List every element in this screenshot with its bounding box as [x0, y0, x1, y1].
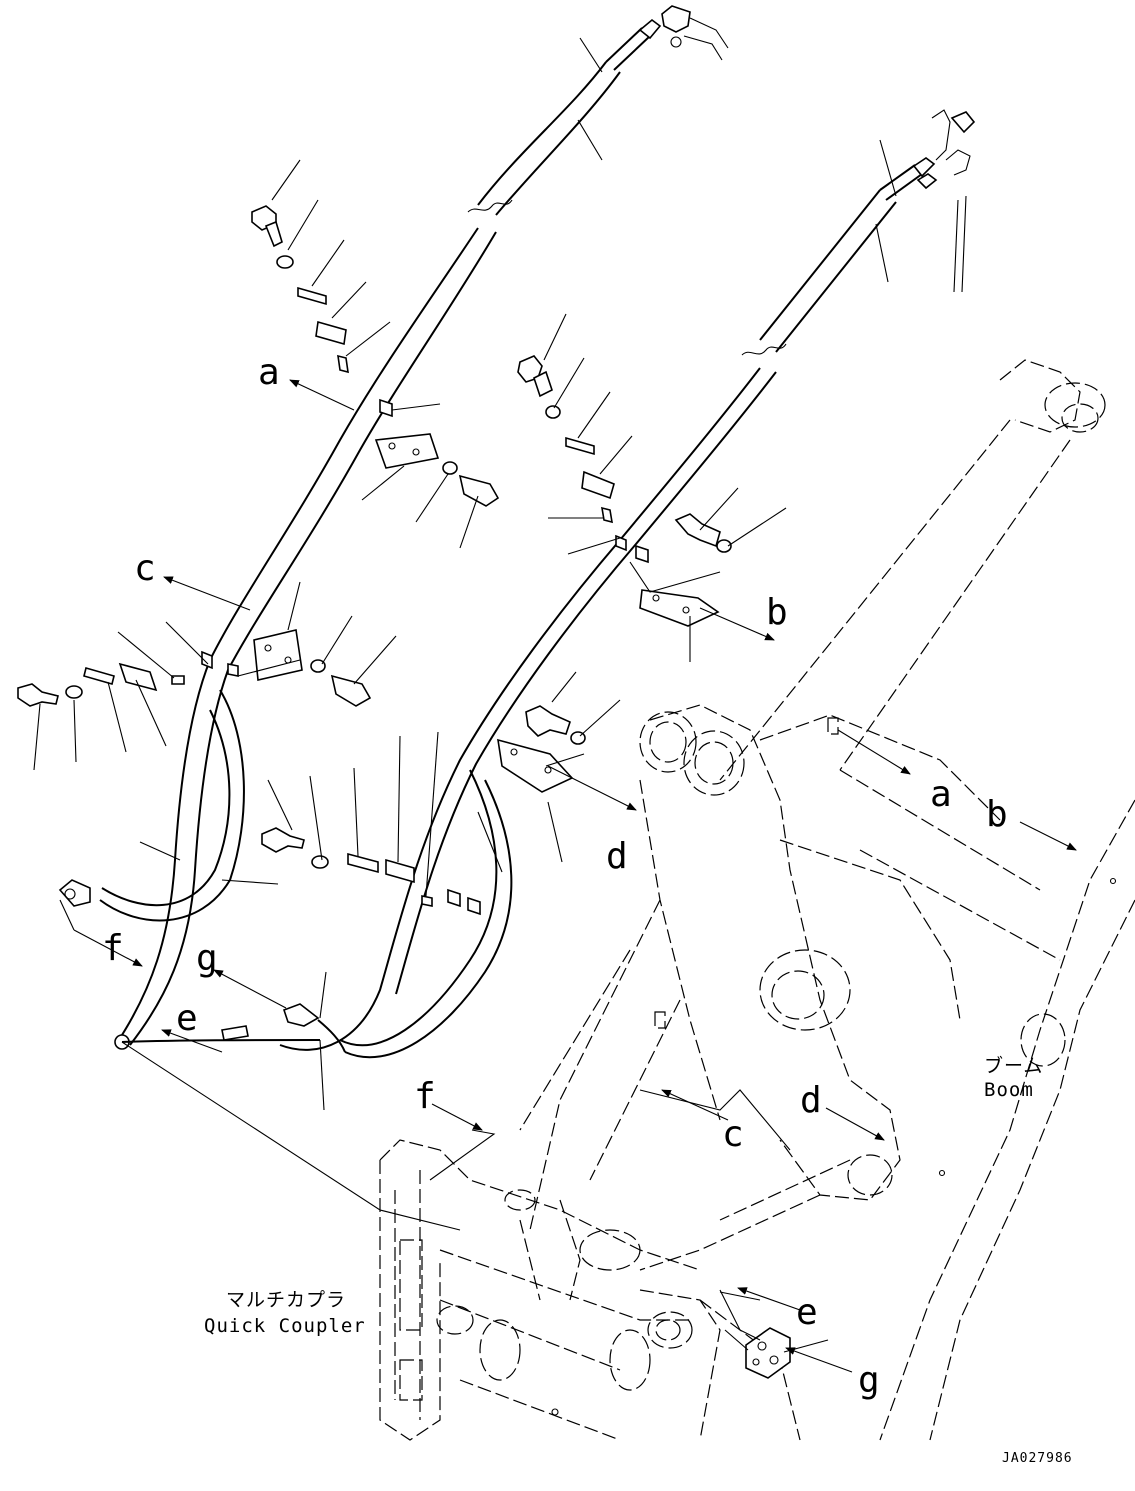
label-f-hose: f: [102, 928, 124, 969]
leader-lines: [33, 37, 897, 1353]
label-g-hose: g: [196, 938, 218, 979]
label-f-coupler: f: [414, 1076, 436, 1117]
label-d-boom: d: [800, 1080, 822, 1121]
captions: ブーム Boom マルチカプラ Quick Coupler JA027986: [204, 1054, 1073, 1466]
label-c-hose: c: [134, 548, 156, 589]
clamp-parts-set-c: [17, 629, 372, 707]
reference-labels: a c b d f g e a b c d f e g: [102, 352, 1008, 1401]
label-a-boom: a: [930, 774, 952, 815]
boom-caption-jp: ブーム: [984, 1054, 1043, 1077]
coupler-caption-jp: マルチカプラ: [226, 1289, 346, 1311]
arrow-b-boom: [1019, 821, 1077, 851]
arrow-b-right: [699, 607, 775, 641]
label-g-coupler: g: [858, 1360, 880, 1401]
coupler-port-block: [724, 1327, 791, 1379]
arrow-f-left: [73, 929, 143, 967]
reference-arrows: [73, 379, 1077, 1373]
quick-coupler-structure: [379, 1139, 801, 1441]
clamp-parts-set-a: [251, 205, 500, 507]
arrow-a-left: [289, 379, 355, 411]
boom-caption-en: Boom: [984, 1079, 1034, 1101]
clamp-parts-set-b: [517, 355, 732, 627]
arrow-e-coupler: [737, 1287, 801, 1311]
clamp-parts-set-d: [261, 705, 586, 916]
arrow-d-right: [547, 765, 637, 811]
label-a-hose: a: [258, 352, 280, 393]
label-c-boom: c: [722, 1114, 744, 1155]
boom-structure: [519, 359, 1135, 1441]
arrow-g-left: [213, 969, 287, 1009]
hose-assembly-right: [279, 109, 976, 1059]
arrow-g-coupler: [785, 1347, 853, 1373]
arrow-f-coupler: [431, 1103, 483, 1131]
label-b-boom: b: [986, 794, 1008, 835]
hose-assembly-left: [58, 5, 729, 1050]
arrow-a-boom: [837, 729, 911, 775]
arrow-e-left: [161, 1029, 223, 1053]
arrow-c-boom: [661, 1089, 729, 1121]
label-e-coupler: e: [796, 1292, 818, 1333]
arrow-c-left: [163, 576, 251, 611]
label-e-hose: e: [176, 998, 198, 1039]
drawing-code: JA027986: [1002, 1451, 1073, 1466]
coupler-caption-en: Quick Coupler: [204, 1315, 366, 1337]
label-b-hose: b: [766, 592, 788, 633]
label-d-hose: d: [606, 836, 628, 877]
arrow-d-boom: [825, 1107, 885, 1141]
